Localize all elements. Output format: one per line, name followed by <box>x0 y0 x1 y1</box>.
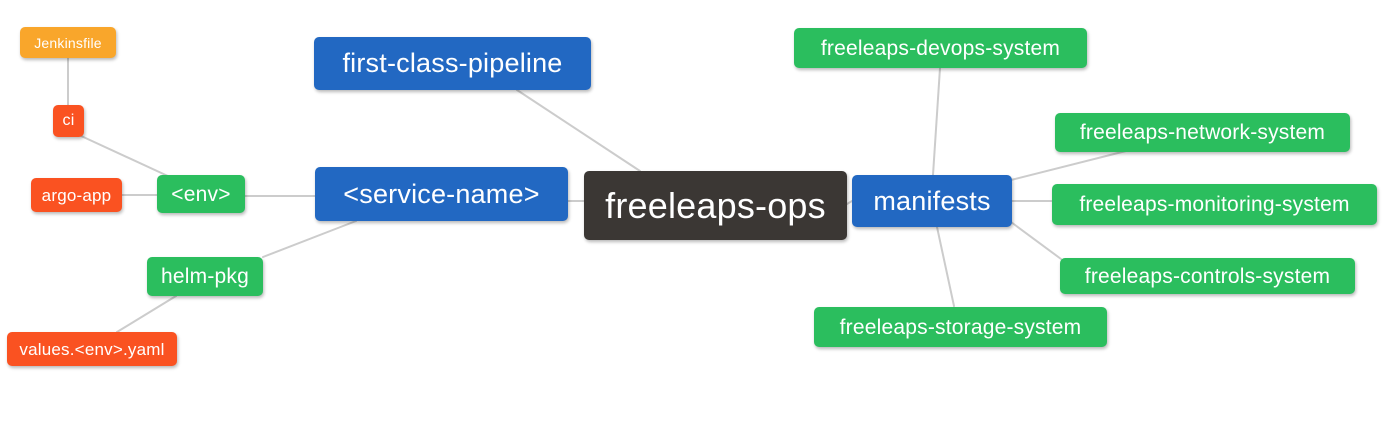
mindmap-node-ci[interactable]: ci <box>53 105 84 137</box>
edge-manifests-to-freeleaps-devops-system <box>932 67 941 176</box>
mindmap-node-first-class-pipeline[interactable]: first-class-pipeline <box>314 37 591 90</box>
edge-manifests-to-freeleaps-network-system <box>1010 150 1127 181</box>
edge-manifests-to-freeleaps-storage-system <box>936 226 955 307</box>
edge-manifests-to-freeleaps-controls-system <box>1010 221 1062 260</box>
mindmap-node-freeleaps-ops[interactable]: freeleaps-ops <box>584 171 847 240</box>
edge-first-class-pipeline-to-freeleaps-ops <box>516 89 641 172</box>
mindmap-node-service-name[interactable]: <service-name> <box>315 167 568 221</box>
mindmap-node-jenkinsfile[interactable]: Jenkinsfile <box>20 27 116 58</box>
edge-helm-pkg-to-values-env-yaml <box>116 295 177 333</box>
mindmap-node-manifests[interactable]: manifests <box>852 175 1012 227</box>
mindmap-node-argo-app[interactable]: argo-app <box>31 178 122 212</box>
mindmap-node-helm-pkg[interactable]: helm-pkg <box>147 257 263 296</box>
edge-service-name-to-helm-pkg <box>262 220 357 258</box>
mindmap-node-freeleaps-controls-system[interactable]: freeleaps-controls-system <box>1060 258 1355 294</box>
mindmap-node-freeleaps-storage-system[interactable]: freeleaps-storage-system <box>814 307 1107 347</box>
mindmap-node-freeleaps-network-system[interactable]: freeleaps-network-system <box>1055 113 1350 152</box>
mindmap-node-env[interactable]: <env> <box>157 175 245 213</box>
mindmap-node-freeleaps-monitoring-system[interactable]: freeleaps-monitoring-system <box>1052 184 1377 225</box>
mindmap-node-values-env-yaml[interactable]: values.<env>.yaml <box>7 332 177 366</box>
edge-ci-to-env <box>78 134 171 178</box>
mindmap-node-freeleaps-devops-system[interactable]: freeleaps-devops-system <box>794 28 1087 68</box>
